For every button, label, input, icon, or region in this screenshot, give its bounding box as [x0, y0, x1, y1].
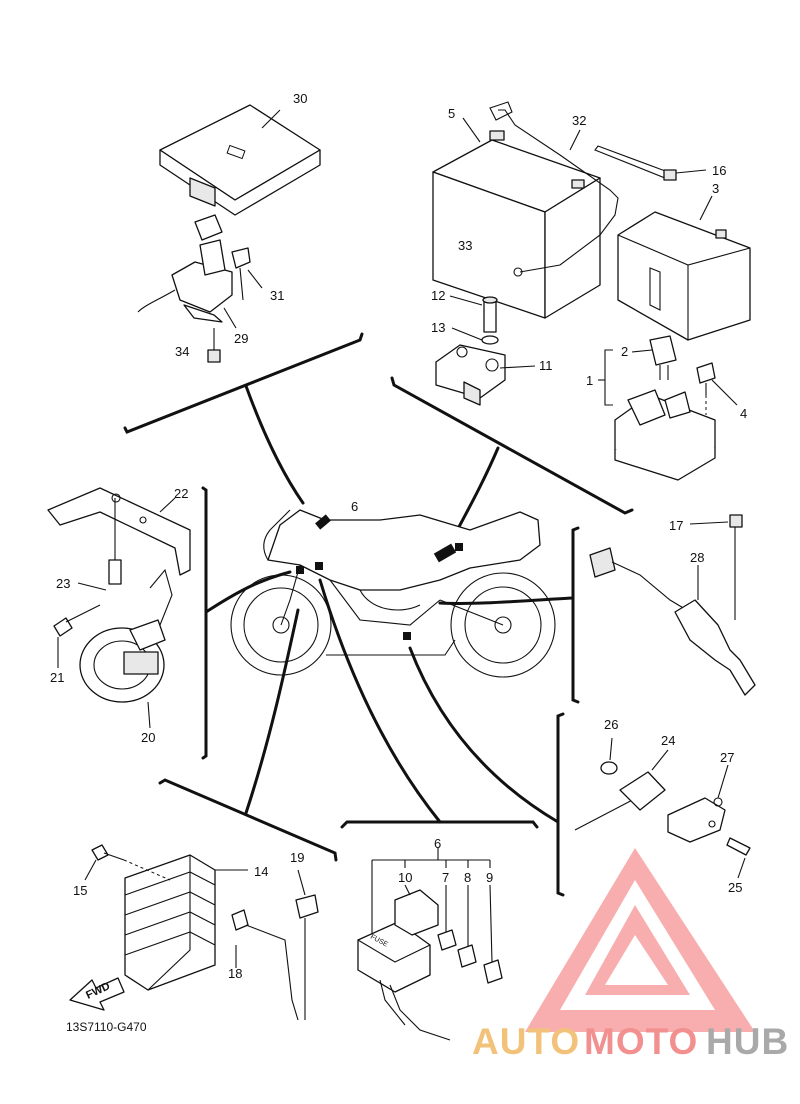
fuse-box: FUSE: [357, 848, 503, 1041]
callout-25: 25: [728, 880, 742, 895]
callout-16: 16: [712, 163, 726, 178]
callout-1: 1: [586, 373, 593, 388]
callout-11: 11: [539, 358, 553, 373]
callout-31: 31: [270, 288, 284, 303]
callout-28: 28: [690, 550, 704, 565]
watermark-text-auto: AUTO: [472, 1021, 580, 1062]
ignition-switch: [137, 214, 263, 363]
callout-19: 19: [290, 850, 304, 865]
diagram-code: 13S7110-G470: [66, 1020, 147, 1034]
callout-27: 27: [720, 750, 734, 765]
callout-30: 30: [293, 91, 307, 106]
fwd-arrow: FWD: [69, 977, 125, 1011]
watermark-text-hub: HUB: [706, 1021, 789, 1062]
group-brackets: [123, 332, 634, 897]
callout-4: 4: [740, 406, 747, 421]
battery-cover: [617, 195, 751, 341]
sensor-lead: [589, 514, 756, 696]
callout-18: 18: [228, 966, 242, 981]
callout-13: 13: [431, 320, 445, 335]
callout-29: 29: [234, 331, 248, 346]
lean-angle-sensor: [574, 737, 751, 879]
callout-12: 12: [431, 288, 445, 303]
battery: [432, 101, 619, 319]
battery-band: [594, 145, 707, 181]
callout-23: 23: [56, 576, 70, 591]
callout-10: 10: [398, 870, 412, 885]
callout-labels: 30 5 32 16 3 33 31 12 13 29 2 34 11 1 4 …: [50, 91, 747, 981]
callout-14: 14: [254, 864, 268, 879]
callout-8: 8: [464, 870, 471, 885]
motorcycle-illustration: [230, 509, 556, 678]
ecu-unit: [159, 104, 321, 216]
watermark-text-moto: MOTO: [584, 1021, 698, 1062]
callout-7: 7: [442, 870, 449, 885]
starter-relay: [598, 335, 738, 481]
callout-17: 17: [669, 518, 683, 533]
watermark-logo: AUTO MOTO HUB: [472, 848, 789, 1062]
callout-6-fuse: 6: [434, 836, 441, 851]
callout-9: 9: [486, 870, 493, 885]
callout-32: 32: [572, 113, 586, 128]
callout-22: 22: [174, 486, 188, 501]
bolt-washer-holder: [435, 295, 536, 406]
horn-assembly: [47, 487, 191, 729]
cable-bands: [231, 869, 319, 1021]
callout-24: 24: [661, 733, 675, 748]
callout-3: 3: [712, 181, 719, 196]
callout-33: 33: [458, 238, 472, 253]
leader-curves: [204, 384, 575, 824]
callout-6: 6: [351, 499, 358, 514]
callout-5: 5: [448, 106, 455, 121]
callout-20: 20: [141, 730, 155, 745]
callout-15: 15: [73, 883, 87, 898]
callout-34: 34: [175, 344, 189, 359]
callout-2: 2: [621, 344, 628, 359]
rectifier-regulator: [84, 844, 248, 991]
callout-21: 21: [50, 670, 64, 685]
callout-26: 26: [604, 717, 618, 732]
